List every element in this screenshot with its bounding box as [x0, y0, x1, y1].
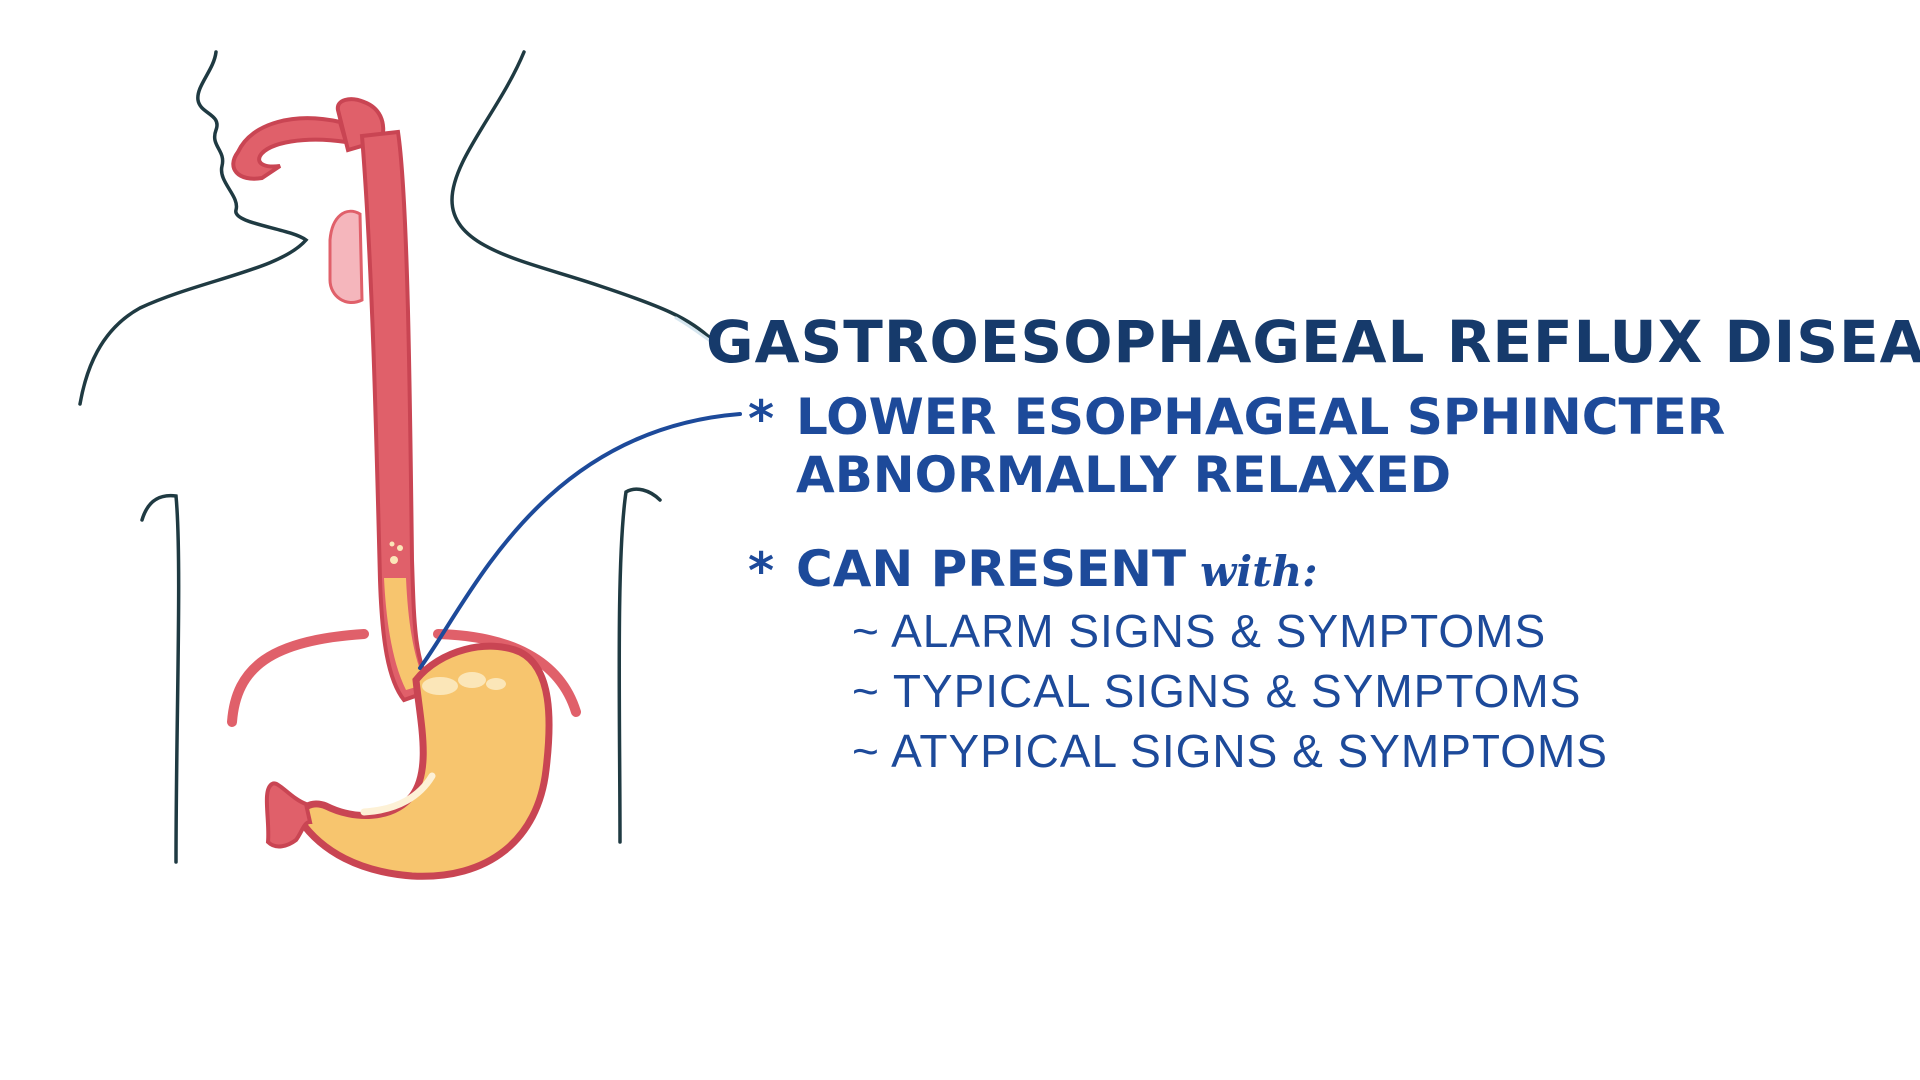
gastric-bubbles [389, 541, 506, 695]
sphincter-pointer-line [418, 412, 742, 670]
neck-right-outline [450, 50, 714, 342]
right-arm-outline [617, 487, 662, 844]
bullet-marker: * [748, 542, 775, 600]
pylorus [264, 781, 313, 849]
stomach [296, 642, 553, 880]
face-profile-outline [78, 50, 309, 406]
bullet-2-lead-text: CAN PRESENT [796, 540, 1187, 598]
diaphragm-left [227, 629, 369, 727]
bullet-1-line-1: LOWER ESOPHAGEAL SPHINCTER [796, 388, 1726, 446]
bullet-1-line-2: ABNORMALLY RELAXED [796, 446, 1452, 504]
reflux-fluid [384, 578, 426, 690]
pharynx [231, 116, 349, 181]
left-arm-outline [140, 493, 181, 864]
bullet-2-lead: CAN PRESENT with: [796, 540, 1318, 598]
sub-item-atypical: ~ ATYPICAL SIGNS & SYMPTOMS [852, 725, 1608, 777]
bullet-marker: * [748, 390, 775, 448]
thyroid-gland [328, 209, 364, 304]
stomach-highlight [360, 772, 436, 816]
bullet-2-lead-suffix: with: [1200, 547, 1318, 596]
title-connector-line [674, 316, 714, 344]
sub-item-typical: ~ TYPICAL SIGNS & SYMPTOMS [852, 665, 1582, 717]
slide-title: GASTROESOPHAGEAL REFLUX DISEASE [706, 308, 1920, 376]
sub-item-alarm: ~ ALARM SIGNS & SYMPTOMS [852, 605, 1547, 657]
